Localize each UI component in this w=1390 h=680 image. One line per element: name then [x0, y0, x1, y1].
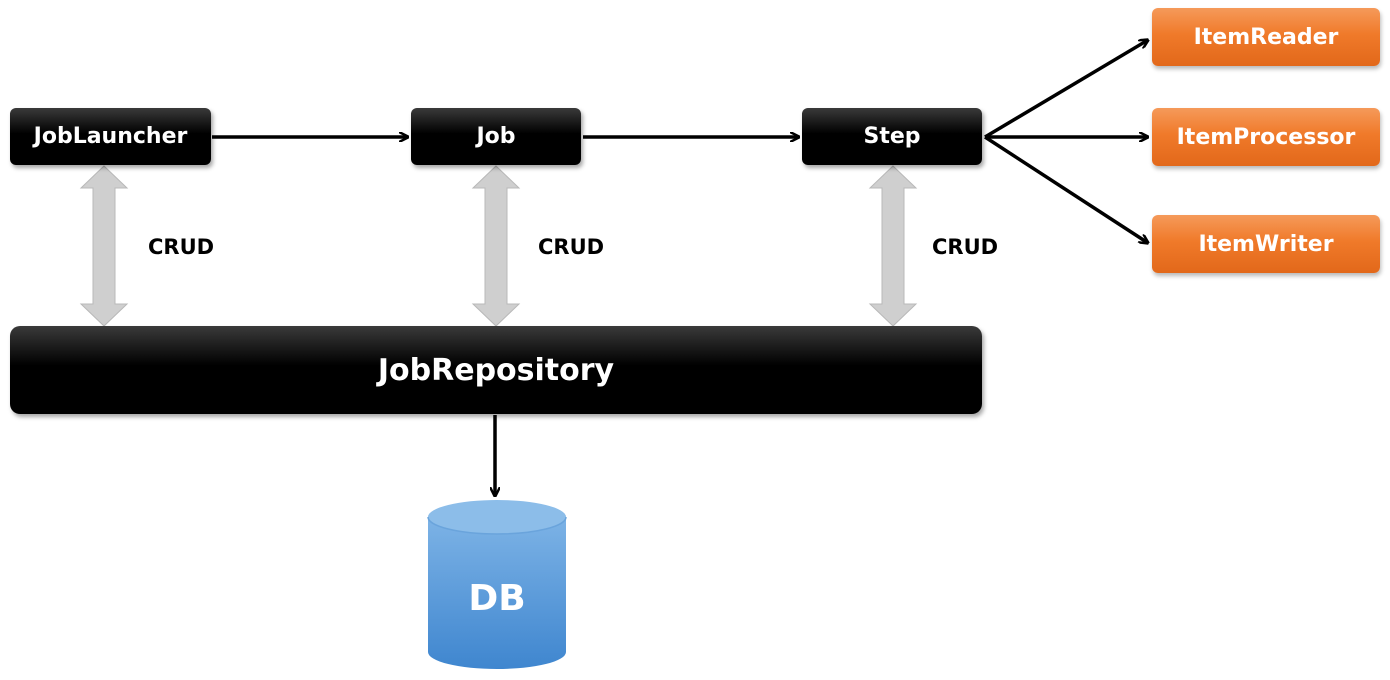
crud-arrow-joblauncher [79, 165, 129, 327]
crud-label-joblauncher: CRUD [148, 235, 215, 259]
node-joblauncher: JobLauncher [10, 108, 211, 165]
node-joblauncher-label: JobLauncher [33, 124, 188, 149]
node-itemreader: ItemReader [1152, 8, 1380, 66]
node-step-label: Step [863, 124, 921, 149]
db-cylinder-icon [427, 500, 567, 669]
crud-arrow-job [471, 165, 521, 327]
node-step: Step [802, 108, 982, 165]
node-jobrepository: JobRepository [10, 326, 982, 414]
crud-label-job: CRUD [538, 235, 605, 259]
node-itemreader-label: ItemReader [1193, 24, 1339, 50]
node-itemprocessor-label: ItemProcessor [1176, 124, 1356, 150]
arrow-step-to-itemreader [984, 40, 1148, 139]
node-itemwriter-label: ItemWriter [1198, 231, 1334, 257]
crud-arrow-step [868, 165, 918, 327]
node-itemprocessor: ItemProcessor [1152, 108, 1380, 166]
node-job-label: Job [476, 124, 516, 149]
crud-label-step: CRUD [932, 235, 999, 259]
db-label: DB [468, 578, 526, 619]
node-itemwriter: ItemWriter [1152, 215, 1380, 273]
node-jobrepository-label: JobRepository [377, 352, 615, 388]
node-job: Job [411, 108, 581, 165]
arrow-step-to-itemwriter [984, 135, 1148, 243]
